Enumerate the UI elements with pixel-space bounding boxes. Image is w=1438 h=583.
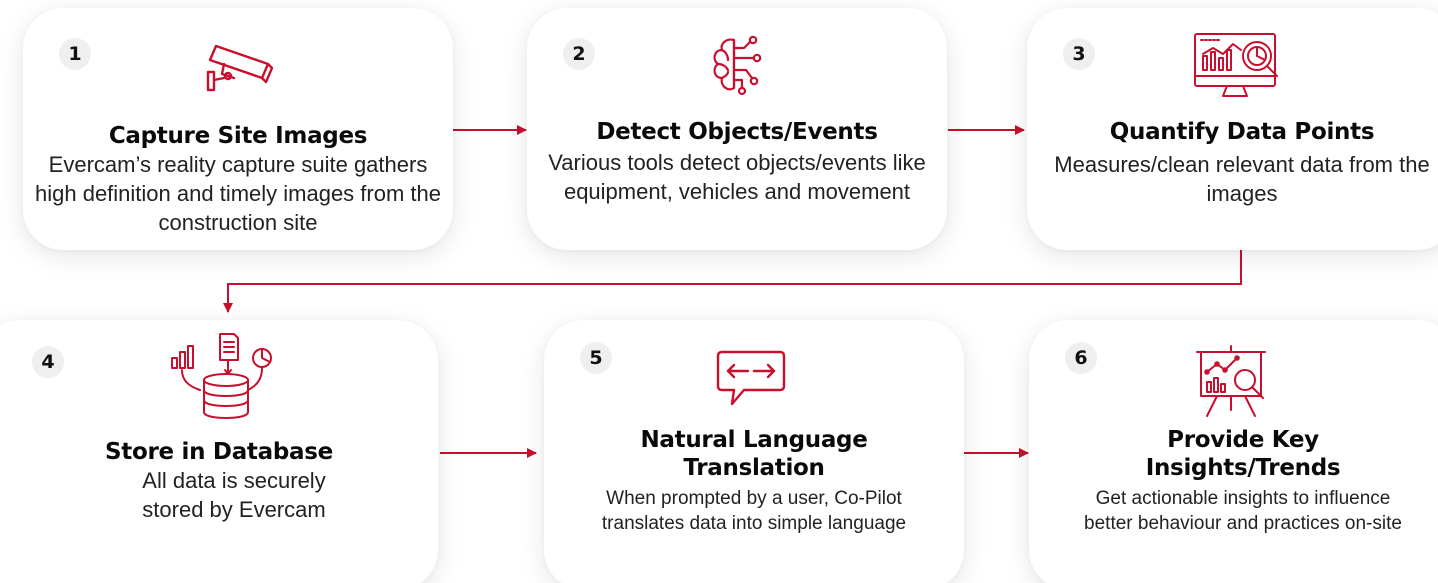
step-description: When prompted by a user, Co-Pilot transl… (601, 488, 907, 534)
database-icon (168, 330, 288, 420)
step-number-badge: 2 (563, 38, 595, 70)
step-number-badge: 3 (1063, 38, 1095, 70)
step-card-5: 5 Natural Language Translation When prom… (544, 320, 964, 583)
step-description: Get actionable insights to influence bet… (1084, 488, 1402, 534)
step-card-6: 6 Provide Key Insights/Trends Get action… (1029, 320, 1438, 583)
step-title: Capture Site Images (108, 123, 368, 149)
step-title: Store in Database (105, 439, 333, 465)
analytics-monitor-icon (1191, 30, 1289, 102)
cctv-camera-icon (202, 42, 274, 94)
step-number-badge: 6 (1065, 342, 1097, 374)
step-title: Provide Key Insights/Trends (1145, 427, 1341, 481)
step-card-3: 3 Quantify Data Points Measures/clean re… (1027, 8, 1438, 250)
step-description: Various tools detect objects/events like… (548, 150, 926, 204)
step-card-2: 2 Detect Objects/Events Various tools de… (527, 8, 947, 250)
step-card-1: 1 Capture Site Images Evercam’s reality … (23, 8, 453, 250)
step-number-badge: 5 (580, 342, 612, 374)
step-number-badge: 1 (59, 38, 91, 70)
step-card-4: 4 Store in Database All data is securely… (0, 320, 438, 583)
step-title: Natural Language Translation (640, 427, 868, 481)
step-description: Measures/clean relevant data from the im… (1054, 152, 1430, 206)
step-number-badge: 4 (32, 346, 64, 378)
insights-board-icon (1193, 344, 1279, 420)
step-description: All data is securely stored by Evercam (142, 468, 326, 522)
translate-chat-icon (714, 348, 788, 410)
step-title: Detect Objects/Events (596, 119, 878, 145)
ai-brain-icon (706, 34, 768, 96)
step-description: Evercam’s reality capture suite gathers … (35, 152, 441, 235)
step-title: Quantify Data Points (1109, 119, 1375, 145)
arrow-3-to-4 (223, 250, 1242, 313)
